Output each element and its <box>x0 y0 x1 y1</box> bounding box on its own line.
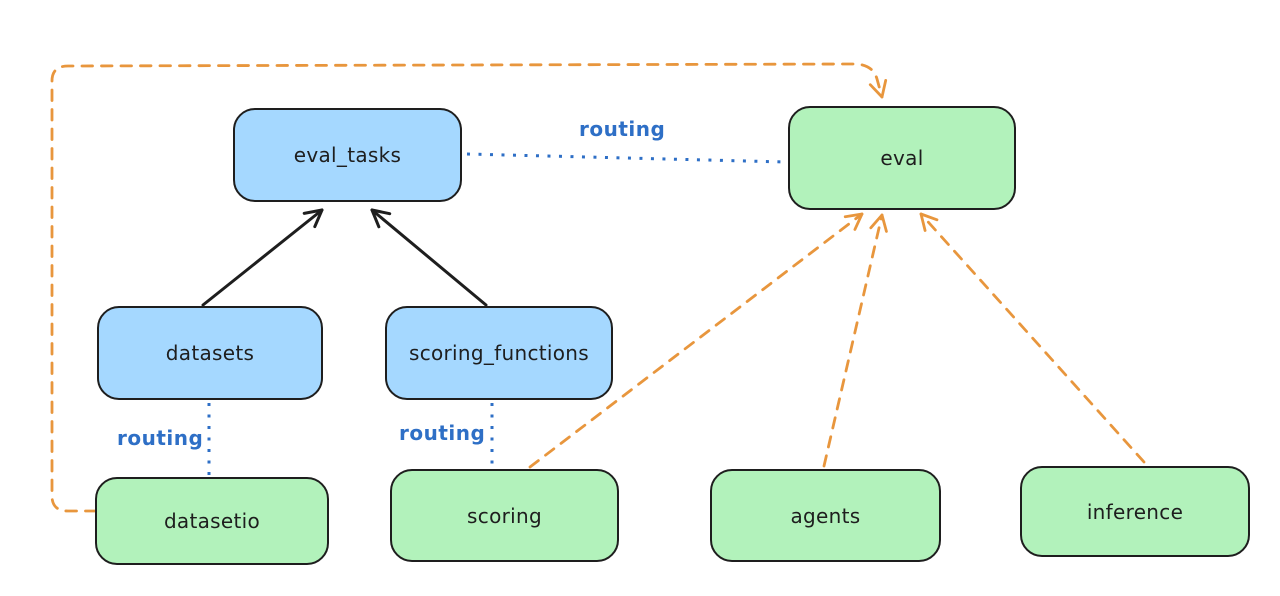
node-scoring-functions: scoring_functions <box>385 306 613 400</box>
node-datasetio: datasetio <box>95 477 329 565</box>
routing-label-datasets-datasetio: routing <box>117 426 204 450</box>
node-label: agents <box>790 503 861 528</box>
node-label: datasetio <box>163 509 261 533</box>
routing-label-scoring-functions-scoring: routing <box>399 421 486 445</box>
node-label: scoring_functions <box>408 341 590 365</box>
node-label: eval_tasks <box>293 143 402 167</box>
node-inference: inference <box>1020 466 1250 557</box>
node-label: inference <box>1086 499 1184 524</box>
node-label: datasets <box>165 341 255 365</box>
node-datasets: datasets <box>97 306 323 400</box>
node-eval: eval <box>788 106 1016 210</box>
node-scoring: scoring <box>390 469 619 562</box>
edge-datasetio-to-eval <box>50 62 888 513</box>
routing-label-eval-tasks-eval: routing <box>579 117 666 141</box>
edge-inference-to-eval <box>919 212 1146 464</box>
edge-datasets-to-eval-tasks <box>201 208 324 307</box>
edge-routing-eval-tasks-to-eval <box>466 152 787 164</box>
node-label: eval <box>880 146 924 170</box>
node-eval-tasks: eval_tasks <box>233 108 462 202</box>
node-agents: agents <box>710 469 941 562</box>
edge-agents-to-eval <box>822 213 888 468</box>
edge-scoring-to-eval <box>528 212 864 469</box>
node-label: scoring <box>467 503 542 528</box>
edge-scoring-functions-to-eval-tasks <box>370 208 488 307</box>
